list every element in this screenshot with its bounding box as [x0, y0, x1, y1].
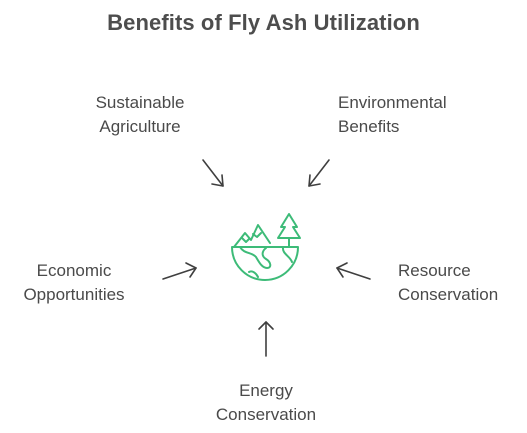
label-line: Energy — [239, 381, 293, 400]
label-line: Agriculture — [99, 117, 181, 136]
label-line: Economic — [36, 261, 112, 280]
label-line: Sustainable — [95, 93, 185, 112]
arrow-energy-conservation — [258, 321, 274, 357]
label-environmental-benefits: Environmental Benefits — [338, 91, 478, 139]
label-line: Environmental — [338, 93, 447, 112]
label-energy-conservation: Energy Conservation — [196, 379, 336, 427]
earth-nature-icon — [231, 213, 301, 281]
label-line: Opportunities — [23, 285, 125, 304]
label-economic-opportunities: Economic Opportunities — [6, 259, 142, 307]
label-line: Conservation — [398, 285, 499, 304]
diagram-title: Benefits of Fly Ash Utilization — [107, 10, 420, 35]
arrow-resource-conservation — [336, 262, 371, 280]
label-sustainable-agriculture: Sustainable Agriculture — [70, 91, 210, 139]
label-line: Conservation — [215, 405, 317, 424]
label-resource-conservation: Resource Conservation — [398, 259, 523, 307]
arrow-environmental-benefits — [308, 159, 330, 187]
label-line: Benefits — [338, 117, 400, 136]
arrow-sustainable-agriculture — [202, 159, 224, 187]
arrow-economic-opportunities — [162, 262, 197, 280]
label-line: Resource — [398, 261, 471, 280]
